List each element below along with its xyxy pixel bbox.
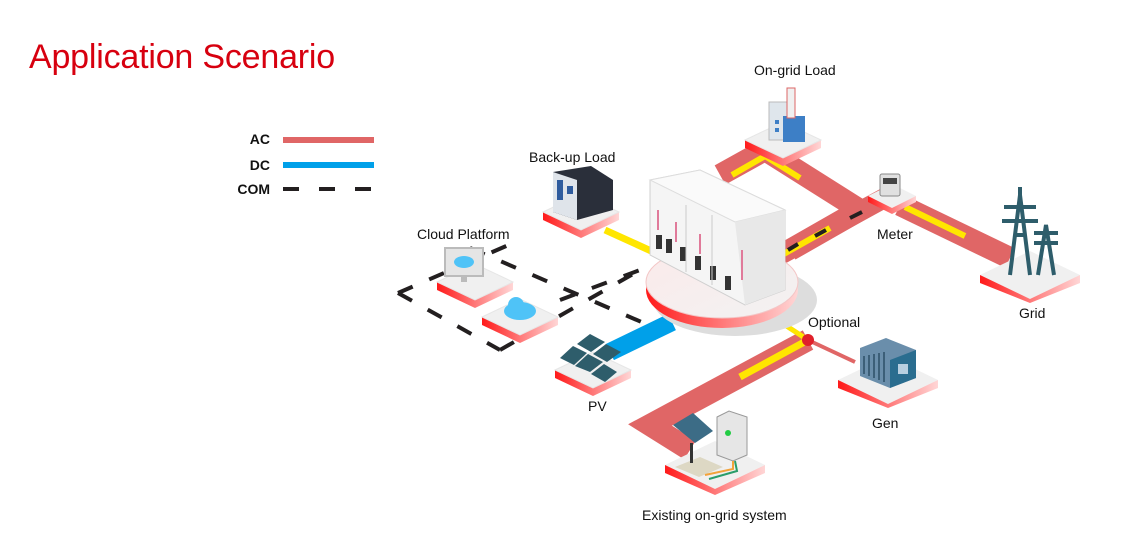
- label-meter: Meter: [877, 226, 913, 242]
- existing-system-node: [665, 410, 765, 495]
- label-optional: Optional: [808, 314, 861, 330]
- ac-link-meter: [775, 186, 895, 264]
- label-grid: Grid: [1019, 305, 1046, 321]
- label-on-grid-load: On-grid Load: [754, 62, 836, 78]
- legend-com-label: COM: [237, 181, 270, 197]
- cloud-platform-monitor-node: [436, 247, 514, 309]
- ac-link-gen: [807, 338, 856, 364]
- label-gen: Gen: [872, 415, 899, 431]
- on-grid-load-node: [744, 87, 822, 167]
- com-links: [397, 238, 661, 352]
- dc-link-pv: [606, 313, 676, 361]
- optional-junction-dot: [802, 334, 814, 346]
- legend-ac-label: AC: [249, 131, 270, 147]
- cloud-platform-cloud-node: [481, 297, 559, 344]
- hybrid-system-center: [645, 169, 817, 336]
- backup-load-node: [542, 166, 620, 239]
- label-pv: PV: [588, 398, 607, 414]
- pv-node: [554, 334, 632, 397]
- meter-node: [868, 173, 916, 214]
- page-title: Application Scenario: [29, 38, 335, 76]
- label-backup-load: Back-up Load: [529, 149, 616, 165]
- label-cloud-platform: Cloud Platform: [417, 226, 510, 242]
- ac-link-grid: [895, 195, 1015, 268]
- label-existing-system: Existing on-grid system: [642, 507, 787, 523]
- power-tower-icon: [1002, 187, 1058, 276]
- gen-node: [838, 338, 938, 408]
- legend-dc-label: DC: [249, 157, 270, 173]
- grid-node: [980, 187, 1080, 303]
